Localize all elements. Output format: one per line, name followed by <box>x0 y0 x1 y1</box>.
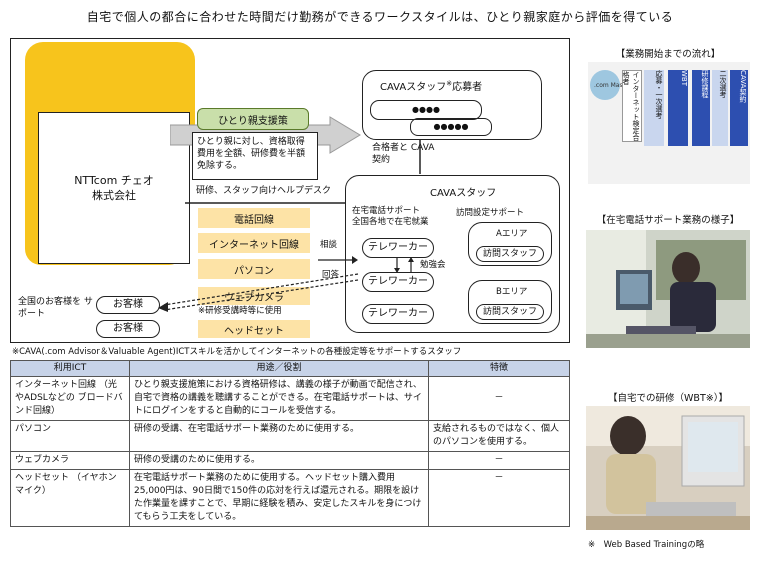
ntt-sub: 株式会社 <box>92 189 136 202</box>
flow-step-3: WBT <box>668 70 688 146</box>
photo2-title: 【自宅での研修（WBT※）】 <box>608 393 728 404</box>
home-support-label: 在宅電話サポート <box>352 206 421 216</box>
visit-staff-a: 訪問スタッフ <box>476 246 544 262</box>
cell-feature: － <box>428 469 570 527</box>
applicant-dots-1: ●●●● <box>412 105 440 114</box>
visit-staff-b: 訪問スタッフ <box>476 304 544 320</box>
customer-support-label: 全国のお客様を サポート <box>18 297 93 319</box>
flow-globe-icon <box>590 70 620 100</box>
support-desc: ひとり親に対し、資格取得費用を全額、研修費を半額免除する。 <box>192 132 318 180</box>
customer-2: お客様 <box>96 320 160 338</box>
applicants-suffix: 応募者 <box>452 82 483 93</box>
flow-logo: .com Master <box>594 82 632 89</box>
teleworker-2: テレワーカー <box>362 272 434 292</box>
training-label: 研修、スタッフ向けヘルプデスク <box>196 186 332 196</box>
ict-item-internet: インターネット回線 <box>198 233 310 253</box>
ict-item-headset: ヘッドセット <box>198 320 310 338</box>
applicants-label: CAVAスタッフ※応募者 <box>380 78 482 93</box>
teleworker-3: テレワーカー <box>362 304 434 324</box>
cell-ict: ヘッドセット （イヤホンマイク） <box>10 469 130 527</box>
cell-ict: インターネット回線 （光やADSLなどの ブロードバンド回線） <box>10 376 130 421</box>
flow-title: 【業務開始までの流れ】 <box>615 49 721 60</box>
table-row: インターネット回線 （光やADSLなどの ブロードバンド回線） ひとり親支援施策… <box>10 376 570 421</box>
study-group-label: 勉強会 <box>420 260 446 270</box>
photo1-title: 【在宅電話サポート業務の様子】 <box>596 215 740 226</box>
applicant-pill-1: ●●●● <box>370 100 482 120</box>
consult-label: 相談 <box>320 240 338 250</box>
applicants-box <box>362 70 542 140</box>
diagram-frame <box>10 38 570 343</box>
ict-table: 利用ICT 用途／役割 特徴 インターネット回線 （光やADSLなどの ブロード… <box>10 360 570 527</box>
flow-step-2: 応募・一次選考 <box>644 70 664 146</box>
support-policy-label: ひとり親支援策 <box>197 108 309 130</box>
cell-ict: パソコン <box>10 420 130 452</box>
study-arrows <box>394 257 414 273</box>
cell-ict: ウェブカメラ <box>10 451 130 470</box>
table-row: ヘッドセット （イヤホンマイク） 在宅電話サポート業務のために使用する。ヘッドセ… <box>10 469 570 527</box>
wbt-note: ※ Web Based Trainingの略 <box>588 540 705 550</box>
table-row: ウェブカメラ 研修の受講のために使用する。 － <box>10 451 570 470</box>
contract-arrow <box>419 140 421 174</box>
cell-feature: 支給されるものではなく、個人のパソコンを使用する。 <box>428 420 570 452</box>
answer-label: 回答 <box>322 270 340 280</box>
flow-step-5: 二次選考 <box>712 70 728 146</box>
nationwide-label: 全国各地で在宅就業 <box>352 217 429 227</box>
applicants-mark: ※ <box>446 79 453 88</box>
footnote: ※CAVA(.com Advisor＆Valuable Agent)ICTスキル… <box>12 347 462 357</box>
customer-arrows <box>158 273 359 312</box>
home-support-photo <box>586 230 750 348</box>
cell-use: ひとり親支援施策における資格研修は、講義の様子が動画で配信され、自宅で資格の講義… <box>129 376 429 421</box>
passed-contract: 合格者と CAVA契約 <box>372 143 435 165</box>
ict-note: ※研修受講時等に使用 <box>198 306 282 316</box>
visit-support-label: 訪問設定サポート <box>456 208 525 218</box>
area-a-label: Aエリア <box>496 229 528 239</box>
area-b-label: Bエリア <box>496 287 528 297</box>
ntt-company-box: NTTcom チェオ 株式会社 <box>38 112 190 264</box>
ntt-name: NTTcom チェオ <box>74 174 154 187</box>
th-ict: 利用ICT <box>10 360 130 377</box>
cava-staff-title: CAVAスタッフ <box>430 188 497 199</box>
applicant-pill-2: ●●●●● <box>410 118 492 136</box>
th-use: 用途／役割 <box>129 360 429 377</box>
cell-use: 研修の受講のために使用する。 <box>129 451 429 470</box>
page-title: 自宅で個人の都合に合わせた時間だけ勤務ができるワークスタイルは、ひとり親家庭から… <box>86 10 674 24</box>
customer-1: お客様 <box>96 296 160 314</box>
ict-item-pc: パソコン <box>198 259 310 279</box>
consult-arrow <box>318 256 358 264</box>
home-training-photo <box>586 406 750 530</box>
flow-step-6: CAVA契約 <box>730 70 748 146</box>
flow-step-1: インターネット検定合格者 <box>622 70 642 142</box>
cell-feature: － <box>428 451 570 470</box>
ict-item-phone: 電話回線 <box>198 208 310 228</box>
cell-use: 研修の受講、在宅電話サポート業務のために使用する。 <box>129 420 429 452</box>
cell-use: 在宅電話サポート業務のために使用する。ヘッドセット購入費用25,000円は、90… <box>129 469 429 527</box>
cell-feature: － <box>428 376 570 421</box>
table-row: パソコン 研修の受講、在宅電話サポート業務のために使用する。 支給されるものでは… <box>10 420 570 452</box>
teleworker-1: テレワーカー <box>362 238 434 258</box>
applicants-text: CAVAスタッフ <box>380 82 447 93</box>
flow-graphic: .com Master インターネット検定合格者 応募・一次選考 WBT 研修課… <box>588 62 750 184</box>
applicant-dots-2: ●●●●● <box>433 122 469 131</box>
th-feature: 特徴 <box>428 360 570 377</box>
flow-step-4: 研修課程 <box>692 70 710 146</box>
